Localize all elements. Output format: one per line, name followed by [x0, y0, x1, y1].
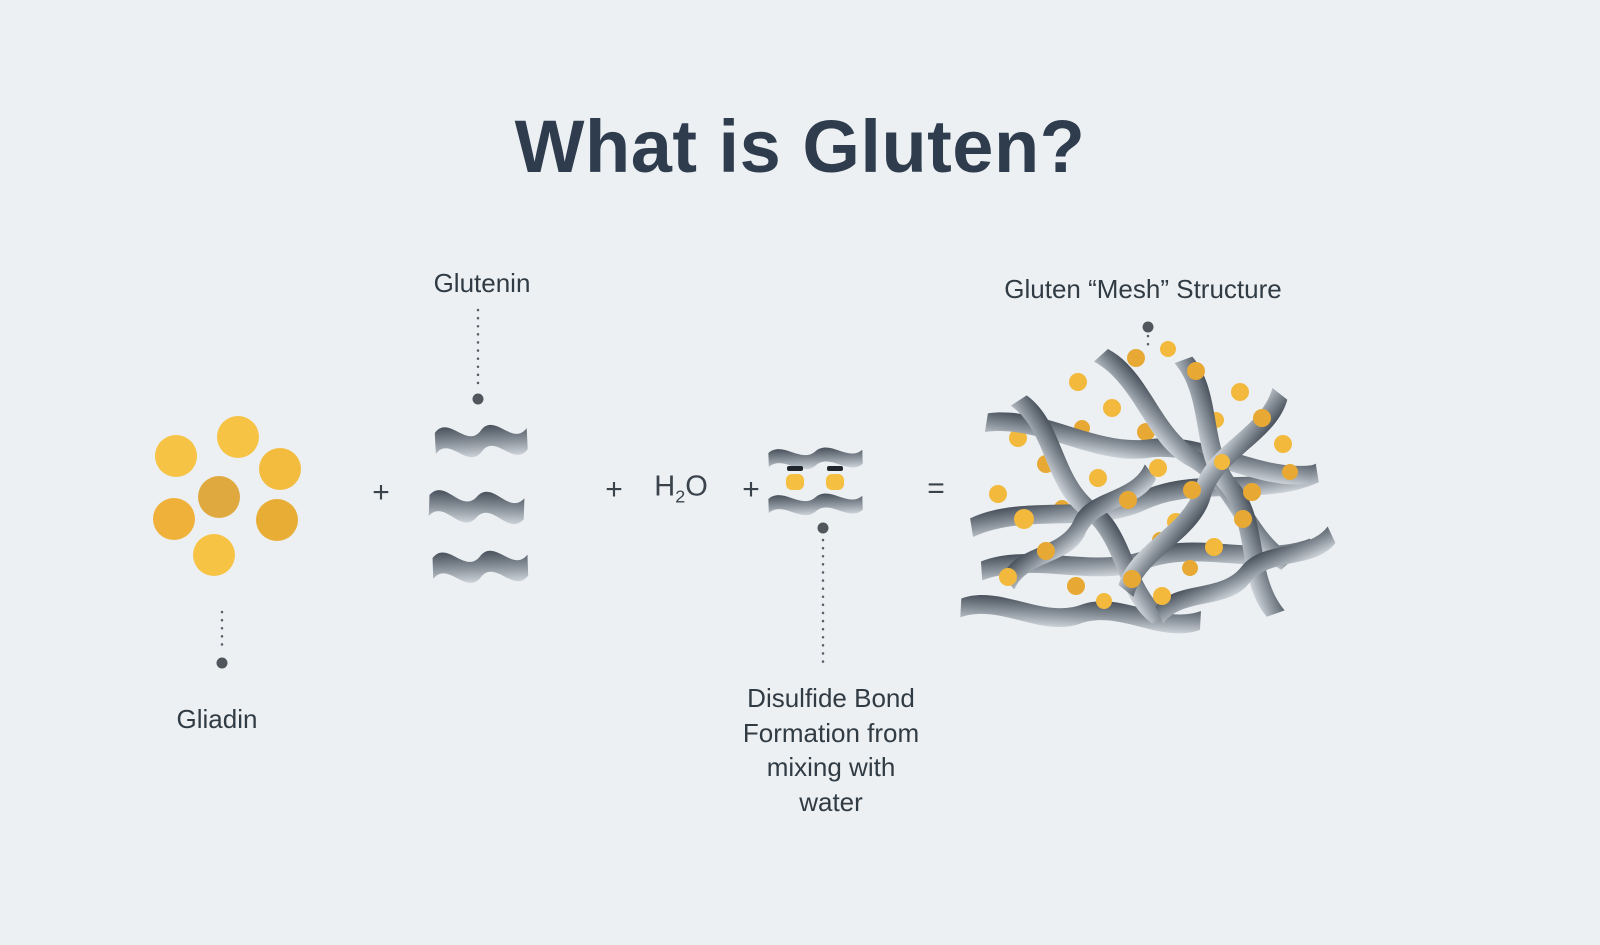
gluten-mesh-dots-front [999, 341, 1298, 609]
gluten-mesh-ribbons [960, 345, 1338, 635]
gliadin-cluster [153, 416, 301, 576]
glutenin-connector [472, 308, 484, 405]
disulfide-bond-graphic [768, 446, 863, 517]
disulfide-connector [817, 522, 829, 664]
gliadin-connector [216, 610, 228, 669]
glutenin-ribbons [428, 422, 529, 585]
mesh-connector [1142, 321, 1154, 354]
